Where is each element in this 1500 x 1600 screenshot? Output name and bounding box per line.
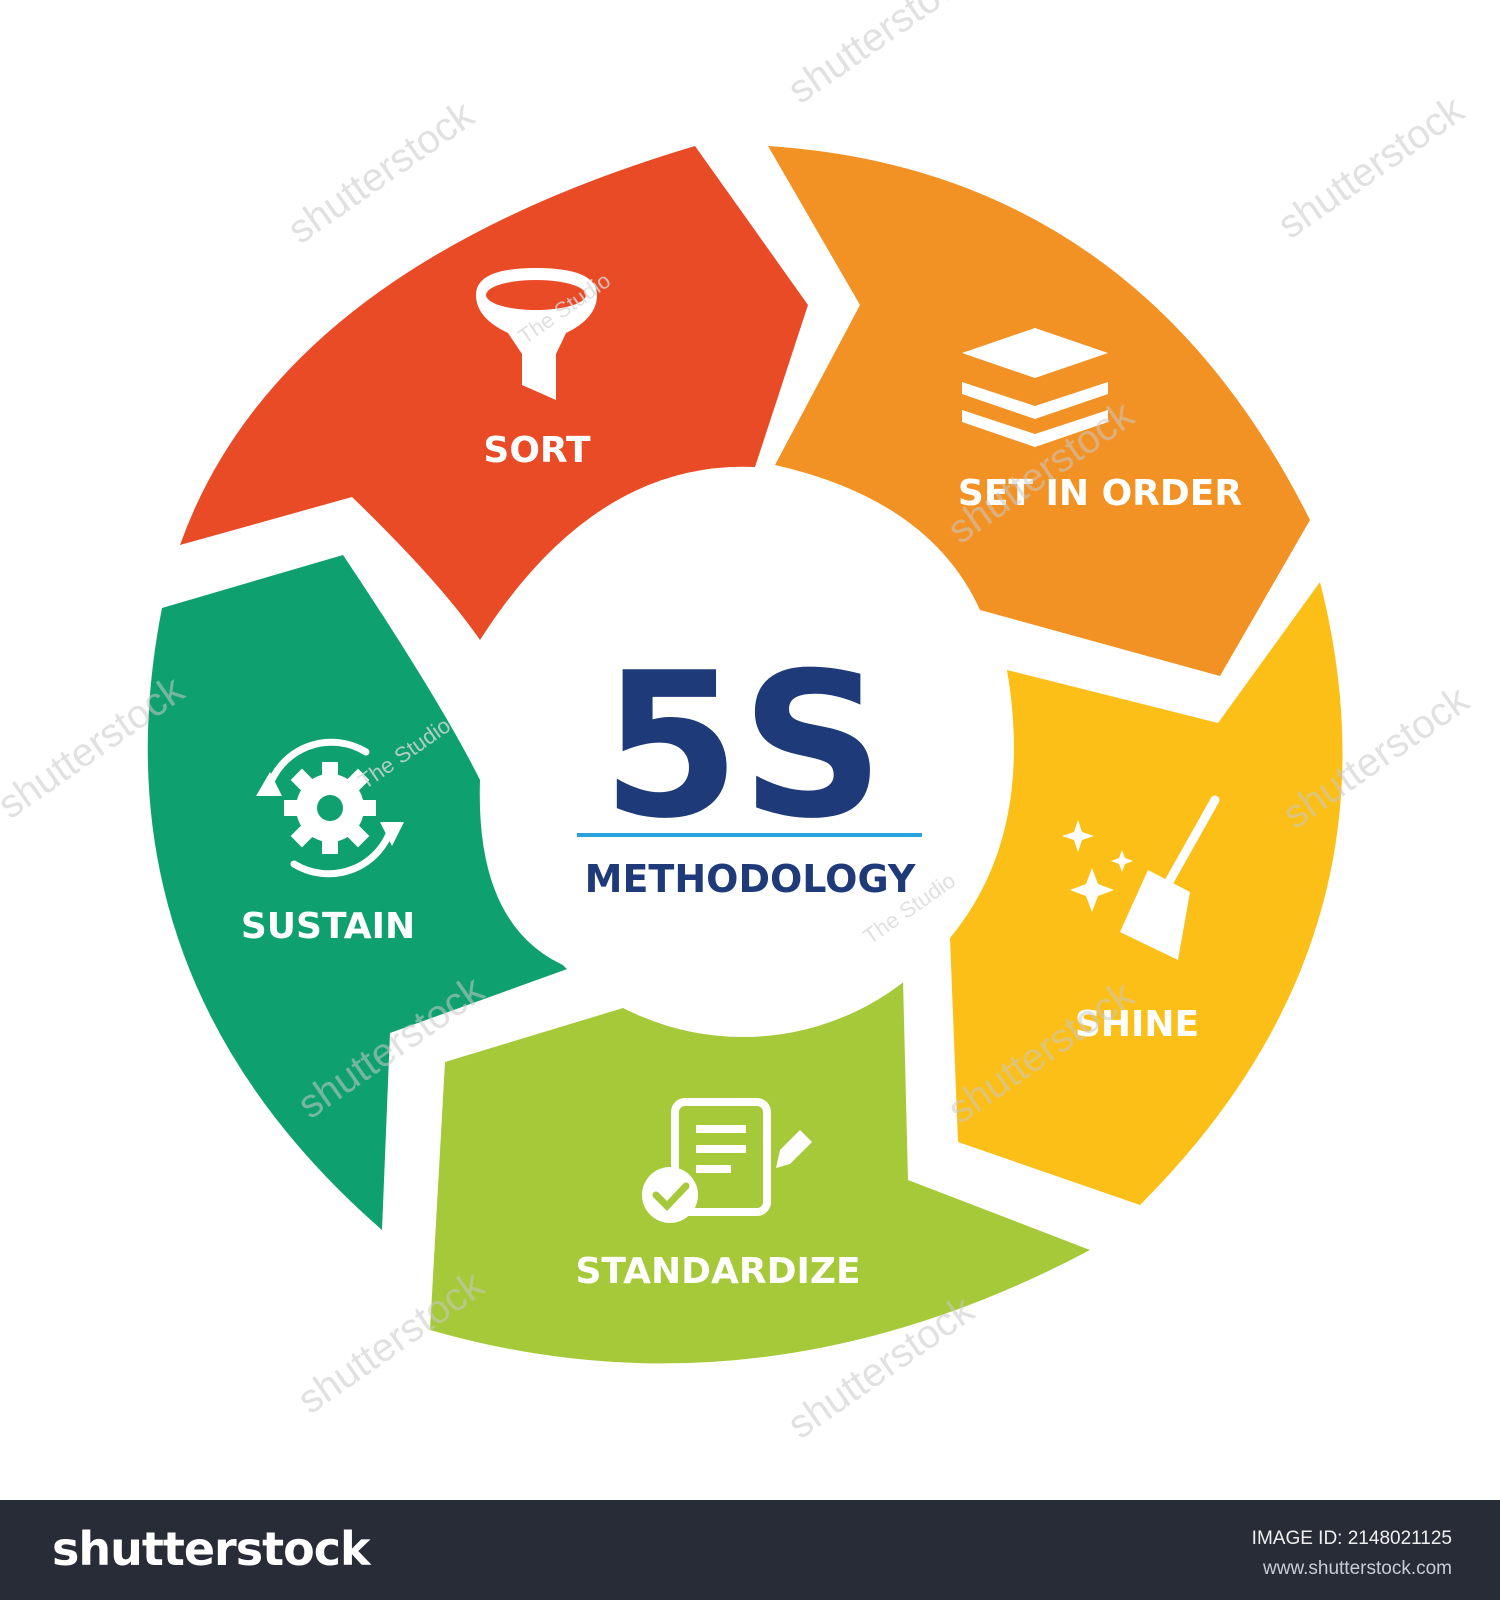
step-label-sustain: SUSTAIN [241, 906, 415, 947]
watermark-brand: shutterstock [780, 0, 983, 112]
step-label-shine: SHINE [1075, 1004, 1199, 1045]
five-s-diagram: 5S METHODOLOGY SORT SET IN ORDER SHINE [0, 0, 1478, 1447]
center-title: 5S [601, 630, 884, 863]
center-circle [481, 513, 1005, 1037]
watermark-brand: shutterstock [280, 92, 483, 252]
layers-icon [962, 328, 1108, 447]
segment-standardize [430, 980, 1090, 1364]
gear-cycle-icon [256, 738, 404, 878]
footer-bar: shutterstock IMAGE ID: 2148021125 www.sh… [0, 1500, 1500, 1600]
diagram-canvas: 5S METHODOLOGY SORT SET IN ORDER SHINE [0, 0, 1478, 1447]
step-label-standardize: STANDARDIZE [575, 1251, 860, 1292]
center-subtitle: METHODOLOGY [585, 857, 916, 901]
step-label-sort: SORT [483, 430, 591, 471]
segment-sort [180, 146, 808, 640]
document-check-icon [642, 1098, 812, 1223]
watermark-brand: shutterstock [1270, 87, 1473, 247]
step-label-set-in-order: SET IN ORDER [958, 473, 1242, 514]
footer-logo: shutterstock [52, 1522, 371, 1576]
segment-sustain [147, 555, 570, 1230]
watermark-brand: shutterstock [290, 1262, 493, 1422]
broom-sparkle-icon [1062, 795, 1220, 960]
site-url: www.shutterstock.com [1263, 1558, 1452, 1579]
image-id: IMAGE ID: 2148021125 [1251, 1528, 1452, 1549]
funnel-icon [476, 268, 597, 400]
